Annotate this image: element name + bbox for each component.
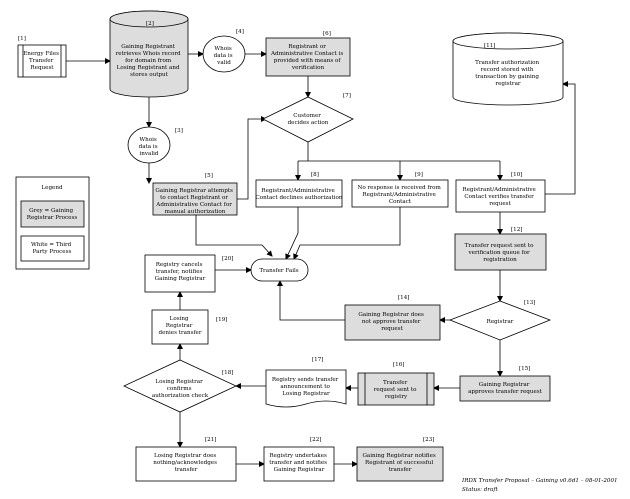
node-label: Losing Registrar denies transfer (158, 316, 201, 336)
node-6-provide-verification: [6] Registrant or Administrative Contact… (265, 31, 351, 77)
node-label: Registrant/Administrative Contact declin… (255, 188, 342, 201)
node-14-not-approve: [14] Gaining Registrar does not approve … (344, 295, 441, 341)
footer-title: IRDX Transfer Proposal – Gaining v0.6d1 … (461, 478, 618, 484)
legend-white-swatch (20, 235, 85, 262)
node-number: [10] (511, 172, 522, 178)
node-label: Registry cancels transfer, notifies Gain… (155, 262, 206, 282)
node-23-notify-registrant: [23] Gaining Registrar notifies Registra… (356, 437, 444, 482)
node-number: [22] (310, 437, 321, 443)
legend-title: Legend (41, 185, 63, 191)
node-label: Losing Registrar does nothing/acknowledg… (153, 453, 219, 473)
legend-white-label: White = Third Party Process (31, 242, 73, 255)
node-12-verification-queue: [12] Transfer request sent to verificati… (454, 227, 547, 271)
node-number: [19] (216, 317, 227, 323)
node-label: Registry undertakes transfer and notifie… (269, 453, 329, 473)
edge-5-fail (195, 215, 273, 257)
node-number: [14] (398, 295, 409, 301)
node-number: [6] (323, 31, 331, 37)
edge-10-11 (545, 81, 576, 195)
node-19-denies: [19] Losing Registrar denies transfer (151, 309, 227, 345)
node-label: Transfer request sent to verification qu… (465, 243, 536, 263)
node-number: [12] (511, 227, 522, 233)
node-11-authorization-record: [11] Transfer authorization record store… (452, 32, 564, 106)
node-21-acknowledges: [21] Losing Registrar does nothing/ackno… (135, 437, 237, 482)
node-label: Customer decides action (288, 113, 329, 126)
node-8-declines: [8] Registrant/Administrative Contact de… (255, 172, 343, 208)
node-number: [11] (484, 43, 495, 49)
node-label: Registrant/Administrative Contact verifi… (462, 187, 537, 207)
node-number: [21] (205, 437, 216, 443)
node-number: [16] (393, 362, 404, 368)
edge-9-fail (293, 207, 401, 260)
node-number: [9] (415, 172, 423, 178)
legend-grey-label: Grey = Gaining Registrar Process (27, 208, 78, 221)
node-16-sent-to-registry: [16] Transfer request sent to registry (357, 362, 435, 406)
node-number: [5] (205, 173, 213, 179)
node-number: [15] (519, 366, 530, 372)
node-label: No response is received from Registrant/… (357, 185, 442, 205)
node-number: [4] (236, 29, 244, 35)
node-label: Gaining Registrar approves transfer requ… (468, 382, 543, 395)
node-number: [2] (146, 21, 154, 27)
node-9-no-response: [9] No response is received from Registr… (351, 172, 449, 208)
footer-status: Status: draft (462, 487, 498, 493)
node-label: Gaining Registrant retrieves Whois recor… (116, 44, 183, 78)
node-label: Gaining Registrar notifies Registrant of… (362, 453, 437, 473)
node-number: [17] (312, 357, 323, 363)
node-4-whois-valid: [4] Whois data is valid (202, 29, 246, 73)
node-1-energy-files: [1] Energy Files Transfer Request (17, 36, 67, 78)
node-label: Transfer request sent to registry (374, 380, 419, 400)
node-3-whois-invalid: [3] Whois data is invalid (127, 126, 183, 164)
node-number: [13] (524, 300, 535, 306)
node-number: [20] (222, 256, 233, 262)
edge-8-fail (285, 207, 299, 260)
node-label: Registrant or Administrative Contact is … (270, 44, 345, 71)
node-label: Transfer Fails (259, 268, 298, 274)
node-20-registry-cancels: [20] Registry cancels transfer, notifies… (144, 254, 233, 293)
node-label: Gaining Registrar attempts to contact Re… (155, 188, 234, 215)
node-number: [8] (311, 172, 319, 178)
legend: Legend Grey = Gaining Registrar Process … (15, 176, 90, 270)
node-2-retrieve-whois: [2] Gaining Registrant retrieves Whois r… (109, 10, 189, 98)
node-number: [1] (18, 36, 26, 42)
node-label: Whois data is valid (214, 46, 235, 66)
node-label: Registry sends transfer announcement to … (272, 377, 340, 397)
edge-5-7 (237, 116, 267, 200)
node-label: Gaining Registrar does not approve trans… (358, 312, 425, 332)
edge-14-fail (277, 280, 345, 321)
node-10-verifies: [10] Registrant/Administrative Contact v… (455, 172, 546, 213)
node-22-registry-transfer: [22] Registry undertakes transfer and no… (263, 437, 335, 482)
connector-lines (66, 51, 576, 467)
legend-grey-swatch (20, 200, 85, 228)
node-label: Whois data is invalid (139, 137, 160, 157)
node-7-customer-decides: [7] Customer decides action (262, 93, 354, 143)
node-13-registrar-decision: [13] Registrar (448, 300, 552, 341)
footer: IRDX Transfer Proposal – Gaining v0.6d1 … (461, 478, 618, 493)
node-number: [23] (423, 437, 434, 443)
node-label: Losing Registrar confirms authorization … (152, 379, 209, 399)
node-5-manual-authorization: [5] Gaining Registrar attempts to contac… (152, 173, 238, 216)
node-transfer-fails: Transfer Fails (250, 258, 309, 282)
node-number: [7] (343, 93, 351, 99)
node-number: [18] (222, 370, 233, 376)
node-15-approves: [15] Gaining Registrar approves transfer… (459, 366, 551, 402)
node-label: Transfer authorization record stored wit… (475, 60, 541, 87)
node-number: [3] (175, 128, 183, 134)
node-label: Energy Files Transfer Request (23, 51, 61, 71)
node-18-authorization-check: [18] Losing Registrar confirms authoriza… (123, 359, 237, 413)
node-17-announcement: [17] Registry sends transfer announcemen… (265, 357, 347, 408)
node-label: Registrar (487, 319, 514, 325)
